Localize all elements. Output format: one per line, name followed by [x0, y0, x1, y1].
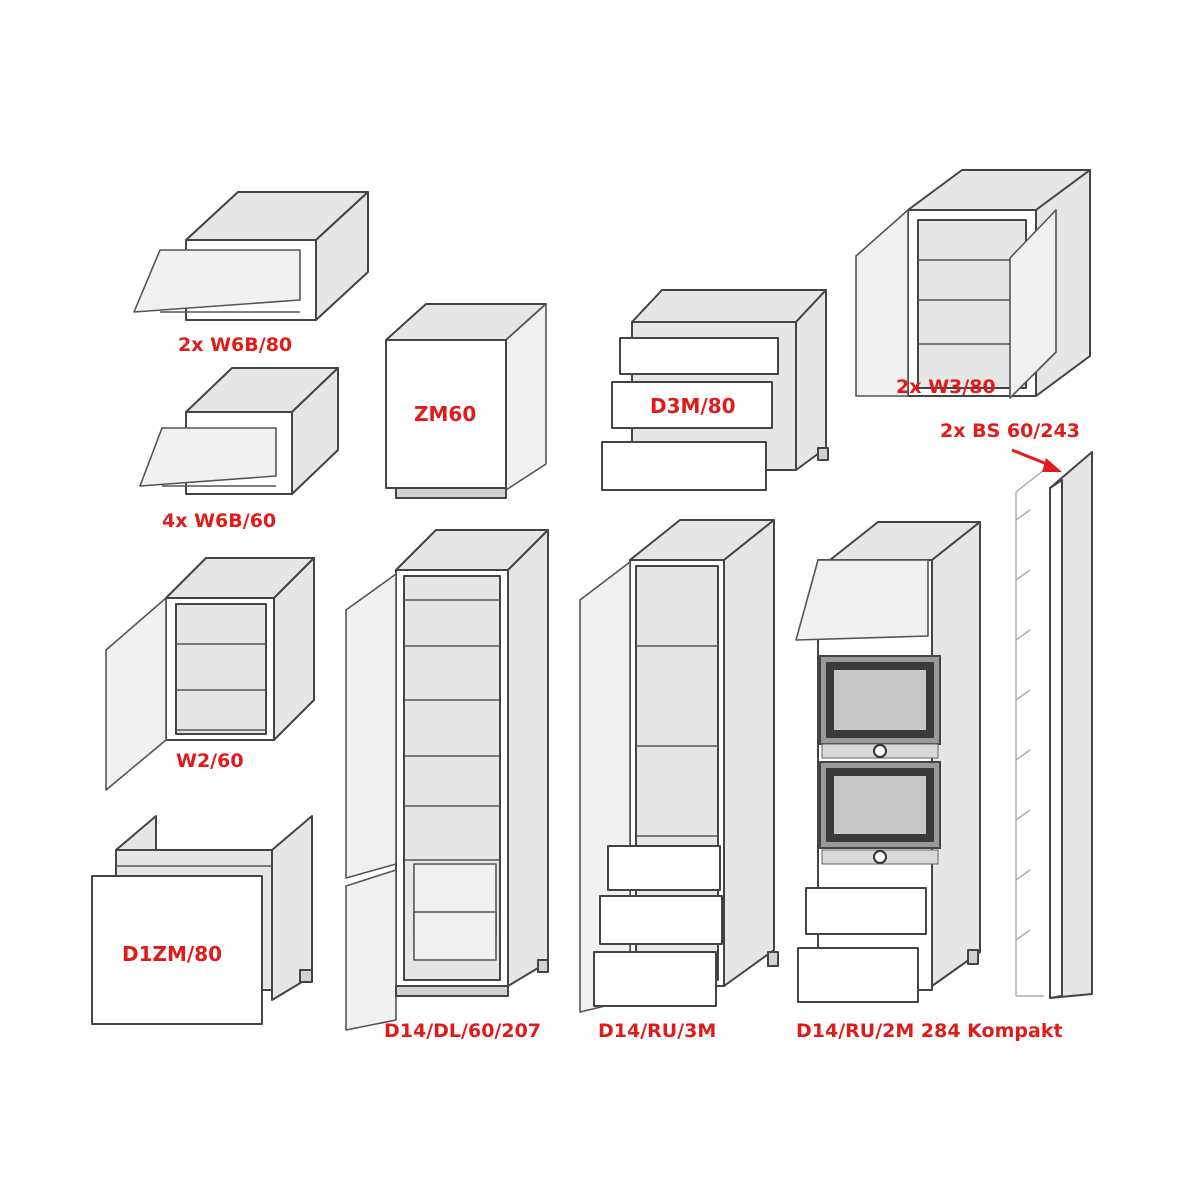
cabinet-d3m-80 [601, 289, 829, 491]
cabinet-d14-dl-60-207 [345, 529, 549, 1031]
label-d14-ru-2m-284: D14/RU/2M 284 Kompakt [796, 1020, 1063, 1042]
cabinet-zm60 [385, 303, 547, 499]
cabinet-d1zm-80 [91, 815, 313, 1025]
label-w3-80: 2x W3/80 [896, 376, 996, 398]
cabinet-w6b-60 [139, 367, 339, 495]
label-w6b-60: 4x W6B/60 [162, 510, 277, 532]
cabinet-w2-60 [105, 557, 315, 791]
label-d1zm-80: D1ZM/80 [122, 942, 223, 966]
cabinet-d14-ru-3m [579, 519, 779, 1013]
label-w2-60: W2/60 [176, 750, 244, 772]
label-bs-60-243: 2x BS 60/243 [940, 420, 1080, 442]
label-d3m-80: D3M/80 [650, 394, 736, 418]
label-d14-ru-3m: D14/RU/3M [598, 1020, 717, 1042]
panel-bs-60-243 [1011, 448, 1093, 999]
label-zm60: ZM60 [414, 402, 477, 426]
label-d14-dl-60-207: D14/DL/60/207 [384, 1020, 542, 1042]
label-w6b-80: 2x W6B/80 [178, 334, 293, 356]
cabinet-d14-ru-2m-284 [795, 521, 981, 1003]
cabinet-w6b-80 [133, 191, 369, 321]
cabinet-w3-80 [855, 169, 1091, 399]
